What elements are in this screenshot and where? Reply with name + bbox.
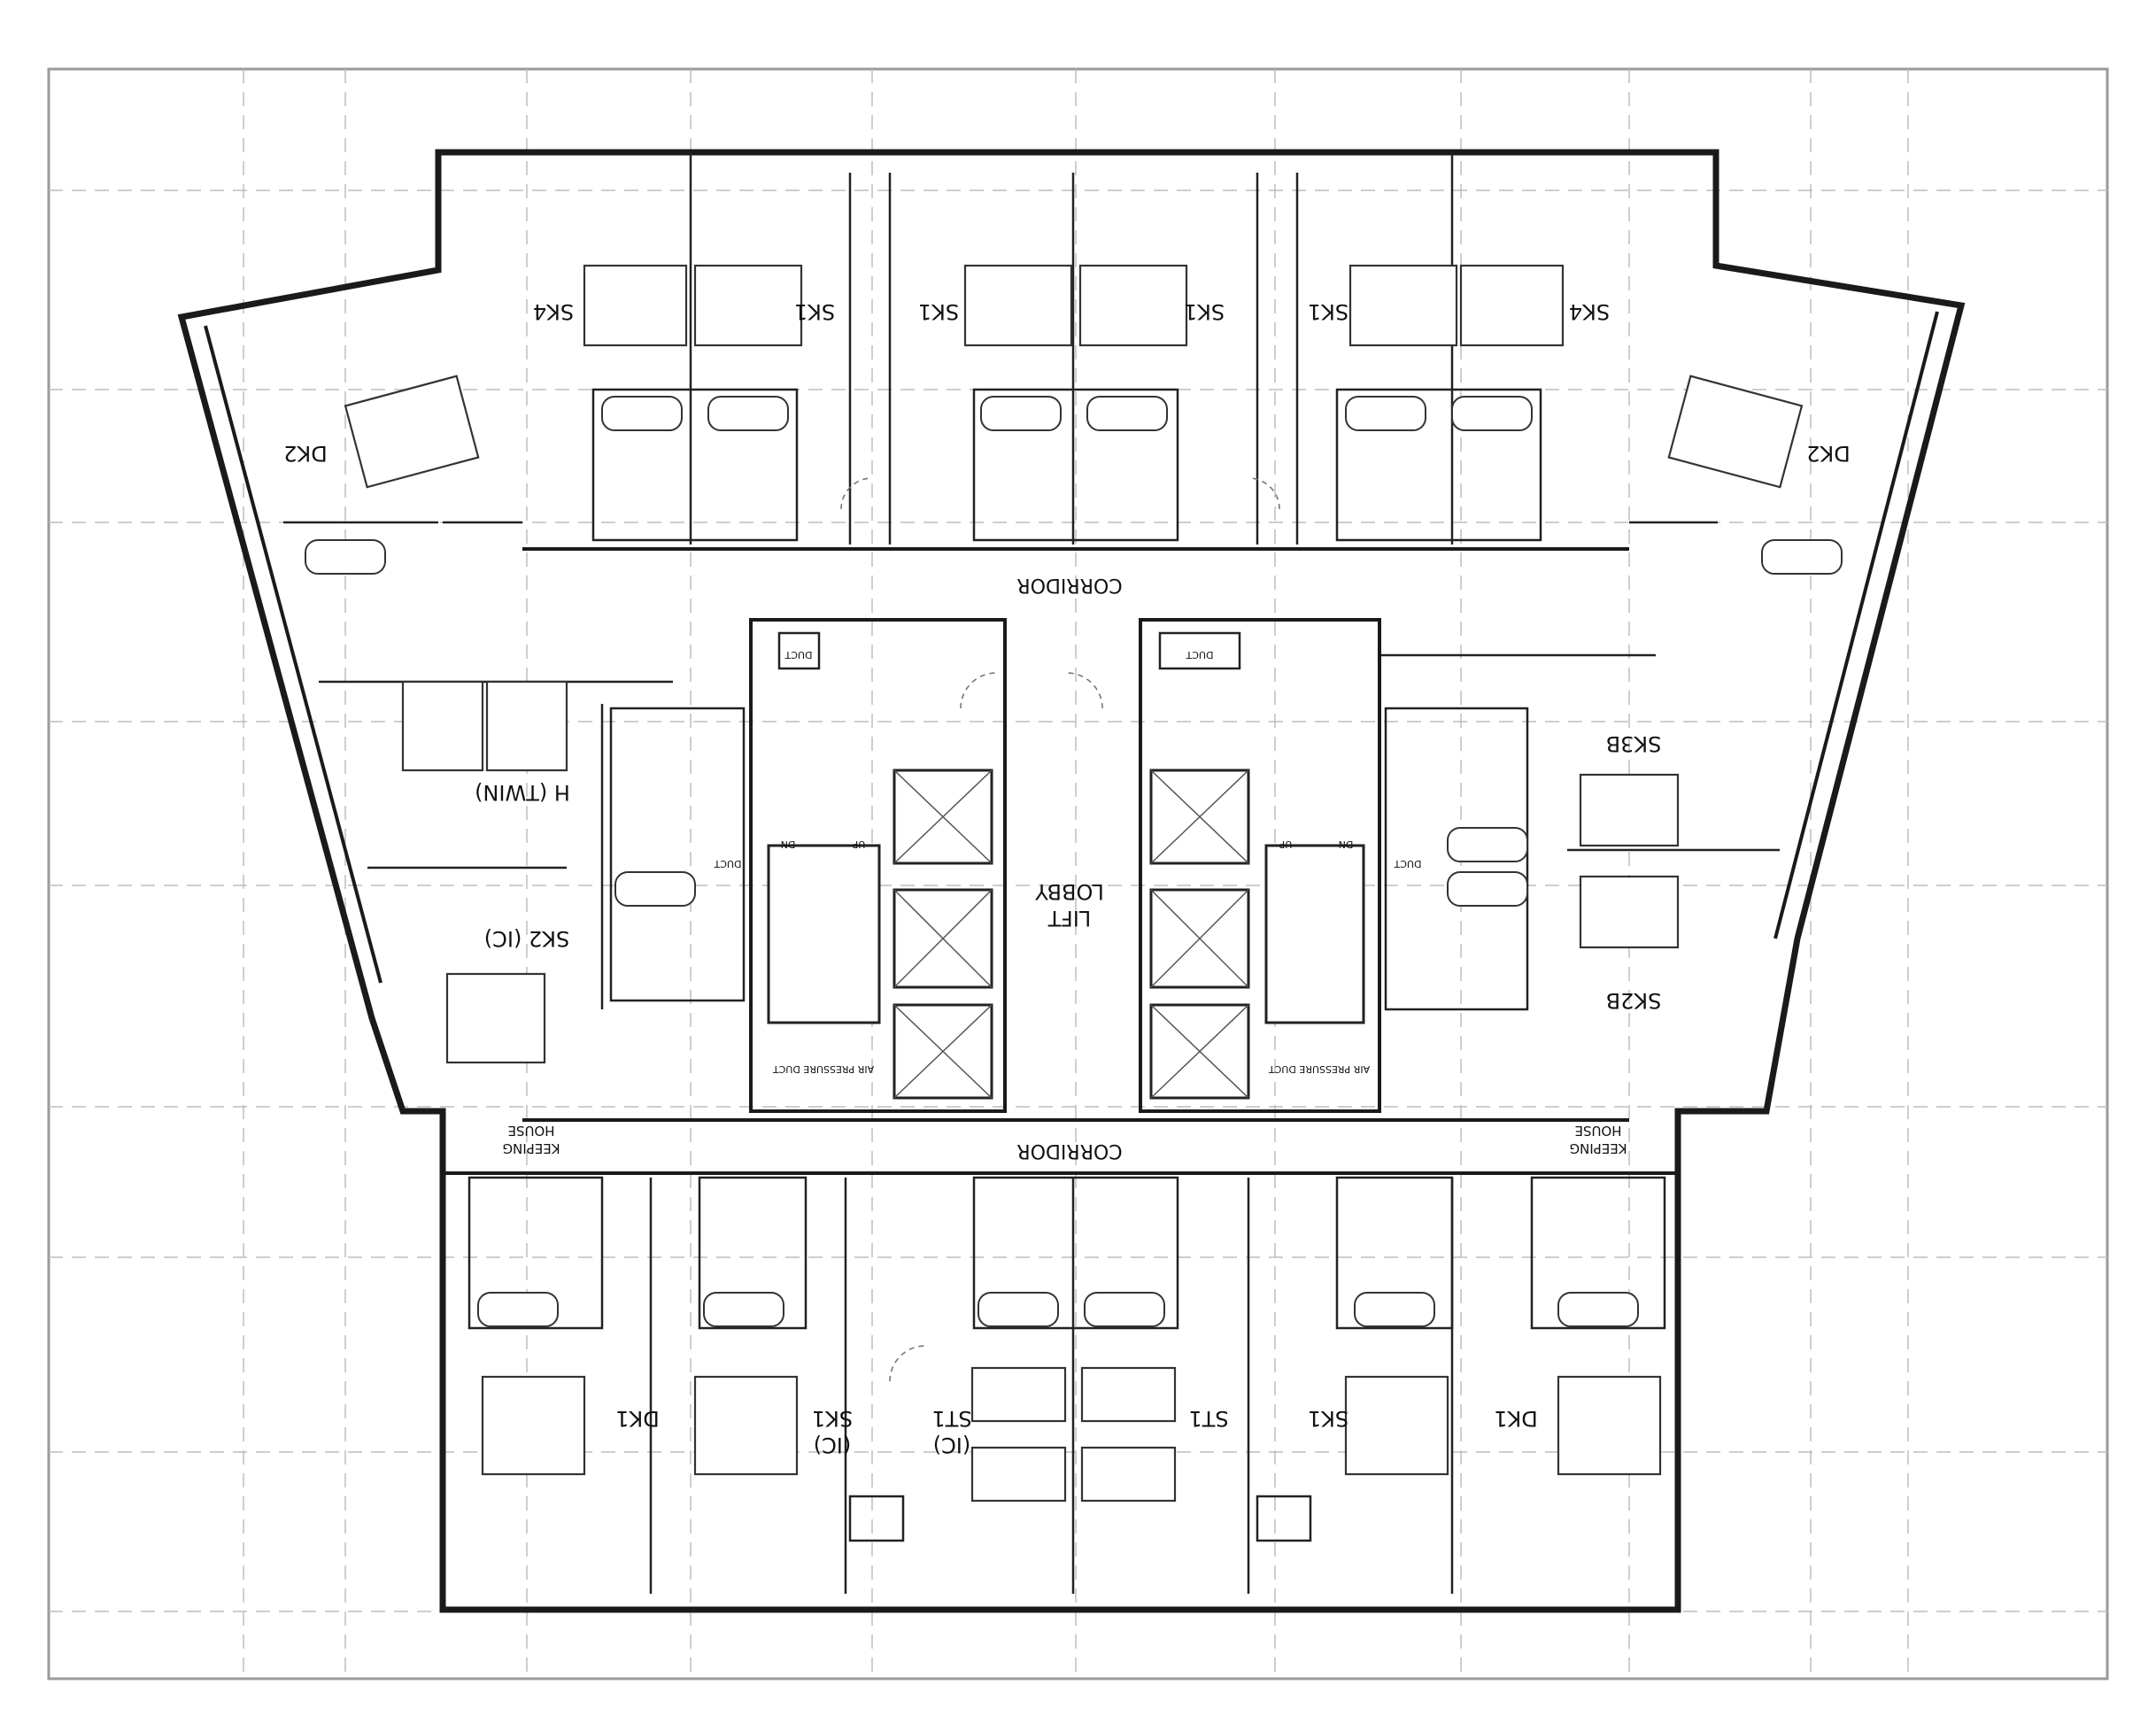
lift-lobby-label-line1: LIFT [1047, 906, 1091, 931]
room-label-sk1-4: SK1 [1308, 299, 1348, 324]
central-core [749, 618, 1381, 1113]
air-pressure-duct-label-left: AIR PRESSURE DUCT [773, 1063, 874, 1075]
room-label-sk2-ic: SK2 (IC) [484, 926, 569, 951]
room-label-sk1-3: SK1 [1184, 299, 1225, 324]
room-label-st1-ic-top: ST1 [931, 1406, 971, 1431]
duct-label-top-left: DUCT [784, 649, 812, 661]
bed-sk1 [1344, 1375, 1449, 1476]
housekeeping-label-left-line1: HOUSE [507, 1123, 554, 1139]
bed-dk2-right [1667, 375, 1804, 489]
stair-dn-label-right: DN [1339, 838, 1354, 850]
corridor-label-bottom: CORRIDOR [1016, 1140, 1122, 1162]
duct-left [777, 631, 821, 670]
circulation-labels: CORRIDOR CORRIDOR LIFT LOBBY DUCT DUCT D… [502, 574, 1627, 1162]
stair-right [1264, 844, 1365, 1024]
room-label-dk1-left: DK1 [615, 1406, 660, 1431]
room-label-sk1-2: SK1 [918, 299, 959, 324]
bed-twin-a [401, 680, 484, 772]
bed-sk4-left [583, 264, 688, 347]
bed-sk1-4 [1348, 264, 1458, 347]
right-wing-glazing [1773, 311, 1939, 939]
room-label-sk1-ic-bottom: (IC) [814, 1433, 852, 1457]
room-labels: SK4 SK1 SK1 SK1 SK1 SK4 DK2 DK2 H (TWIN)… [283, 299, 1851, 1457]
bed-sk4-right [1459, 264, 1565, 347]
duct-label-top-right: DUCT [1186, 649, 1213, 661]
corridor-label-top: CORRIDOR [1016, 574, 1122, 596]
bed-sk2-ic [445, 972, 546, 1064]
stair-up-label-right: UP [1279, 838, 1292, 850]
bed-sk3b [1579, 773, 1680, 847]
room-label-h-twin: H (TWIN) [475, 780, 570, 805]
bed-st1-ic-a [970, 1366, 1067, 1423]
bed-twin-b [485, 680, 568, 772]
bed-sk1-ic [693, 1375, 799, 1476]
room-label-sk4-right: SK4 [1569, 299, 1610, 324]
drawing-frame [47, 67, 2109, 1681]
bed-dk2-left [344, 375, 480, 489]
top-room-partitions [591, 152, 1542, 545]
bed-sk2b [1579, 875, 1680, 949]
housekeeping-label-right-line2: KEEPING [1569, 1140, 1627, 1156]
room-label-sk4-left: SK4 [533, 299, 574, 324]
beds [344, 264, 1804, 1503]
air-pressure-duct-label-right: AIR PRESSURE DUCT [1269, 1063, 1370, 1075]
door-swings [840, 477, 1280, 1382]
bed-st1-ic-b [970, 1446, 1067, 1503]
duct-right [1158, 631, 1241, 670]
room-label-st1: ST1 [1188, 1406, 1228, 1431]
room-label-sk3b: SK3B [1606, 731, 1662, 756]
bath-fixtures [305, 396, 1843, 1327]
stair-up-label-left: UP [852, 838, 865, 850]
room-label-sk1-1: SK1 [794, 299, 835, 324]
housekeeping-label-right-line1: HOUSE [1574, 1123, 1621, 1139]
left-wing-partitions [283, 521, 746, 1009]
left-wing-glazing [204, 325, 383, 984]
exterior-wall [177, 149, 1966, 1613]
room-label-dk1-right: DK1 [1494, 1406, 1538, 1431]
bed-dk1-left [481, 1375, 586, 1476]
room-label-dk2-left: DK2 [283, 441, 328, 466]
bed-st1-a [1080, 1366, 1177, 1423]
room-label-sk1: SK1 [1308, 1406, 1348, 1431]
housekeeping-label-left-line2: KEEPING [502, 1140, 560, 1156]
bottom-room-partitions [468, 1176, 1666, 1594]
duct-label-mid-left: DUCT [714, 858, 741, 869]
lift-lobby-label-line2: LOBBY [1035, 879, 1104, 904]
structural-grid [49, 69, 2107, 1679]
right-wing-partitions [1381, 521, 1780, 1011]
corridor-walls [443, 547, 1678, 1175]
room-label-dk2-right: DK2 [1806, 441, 1851, 466]
bed-sk1-3 [1078, 264, 1188, 347]
stair-left [767, 844, 881, 1024]
bed-st1-b [1080, 1446, 1177, 1503]
room-label-sk1-ic-top: SK1 [812, 1406, 853, 1431]
room-label-sk2b: SK2B [1606, 988, 1662, 1013]
bed-sk1-1 [693, 264, 803, 347]
stair-dn-label-left: DN [781, 838, 796, 850]
bed-dk1-right [1557, 1375, 1662, 1476]
duct-label-mid-right: DUCT [1394, 858, 1421, 869]
bed-sk1-2 [963, 264, 1073, 347]
room-label-st1-ic-bottom: (IC) [933, 1433, 971, 1457]
